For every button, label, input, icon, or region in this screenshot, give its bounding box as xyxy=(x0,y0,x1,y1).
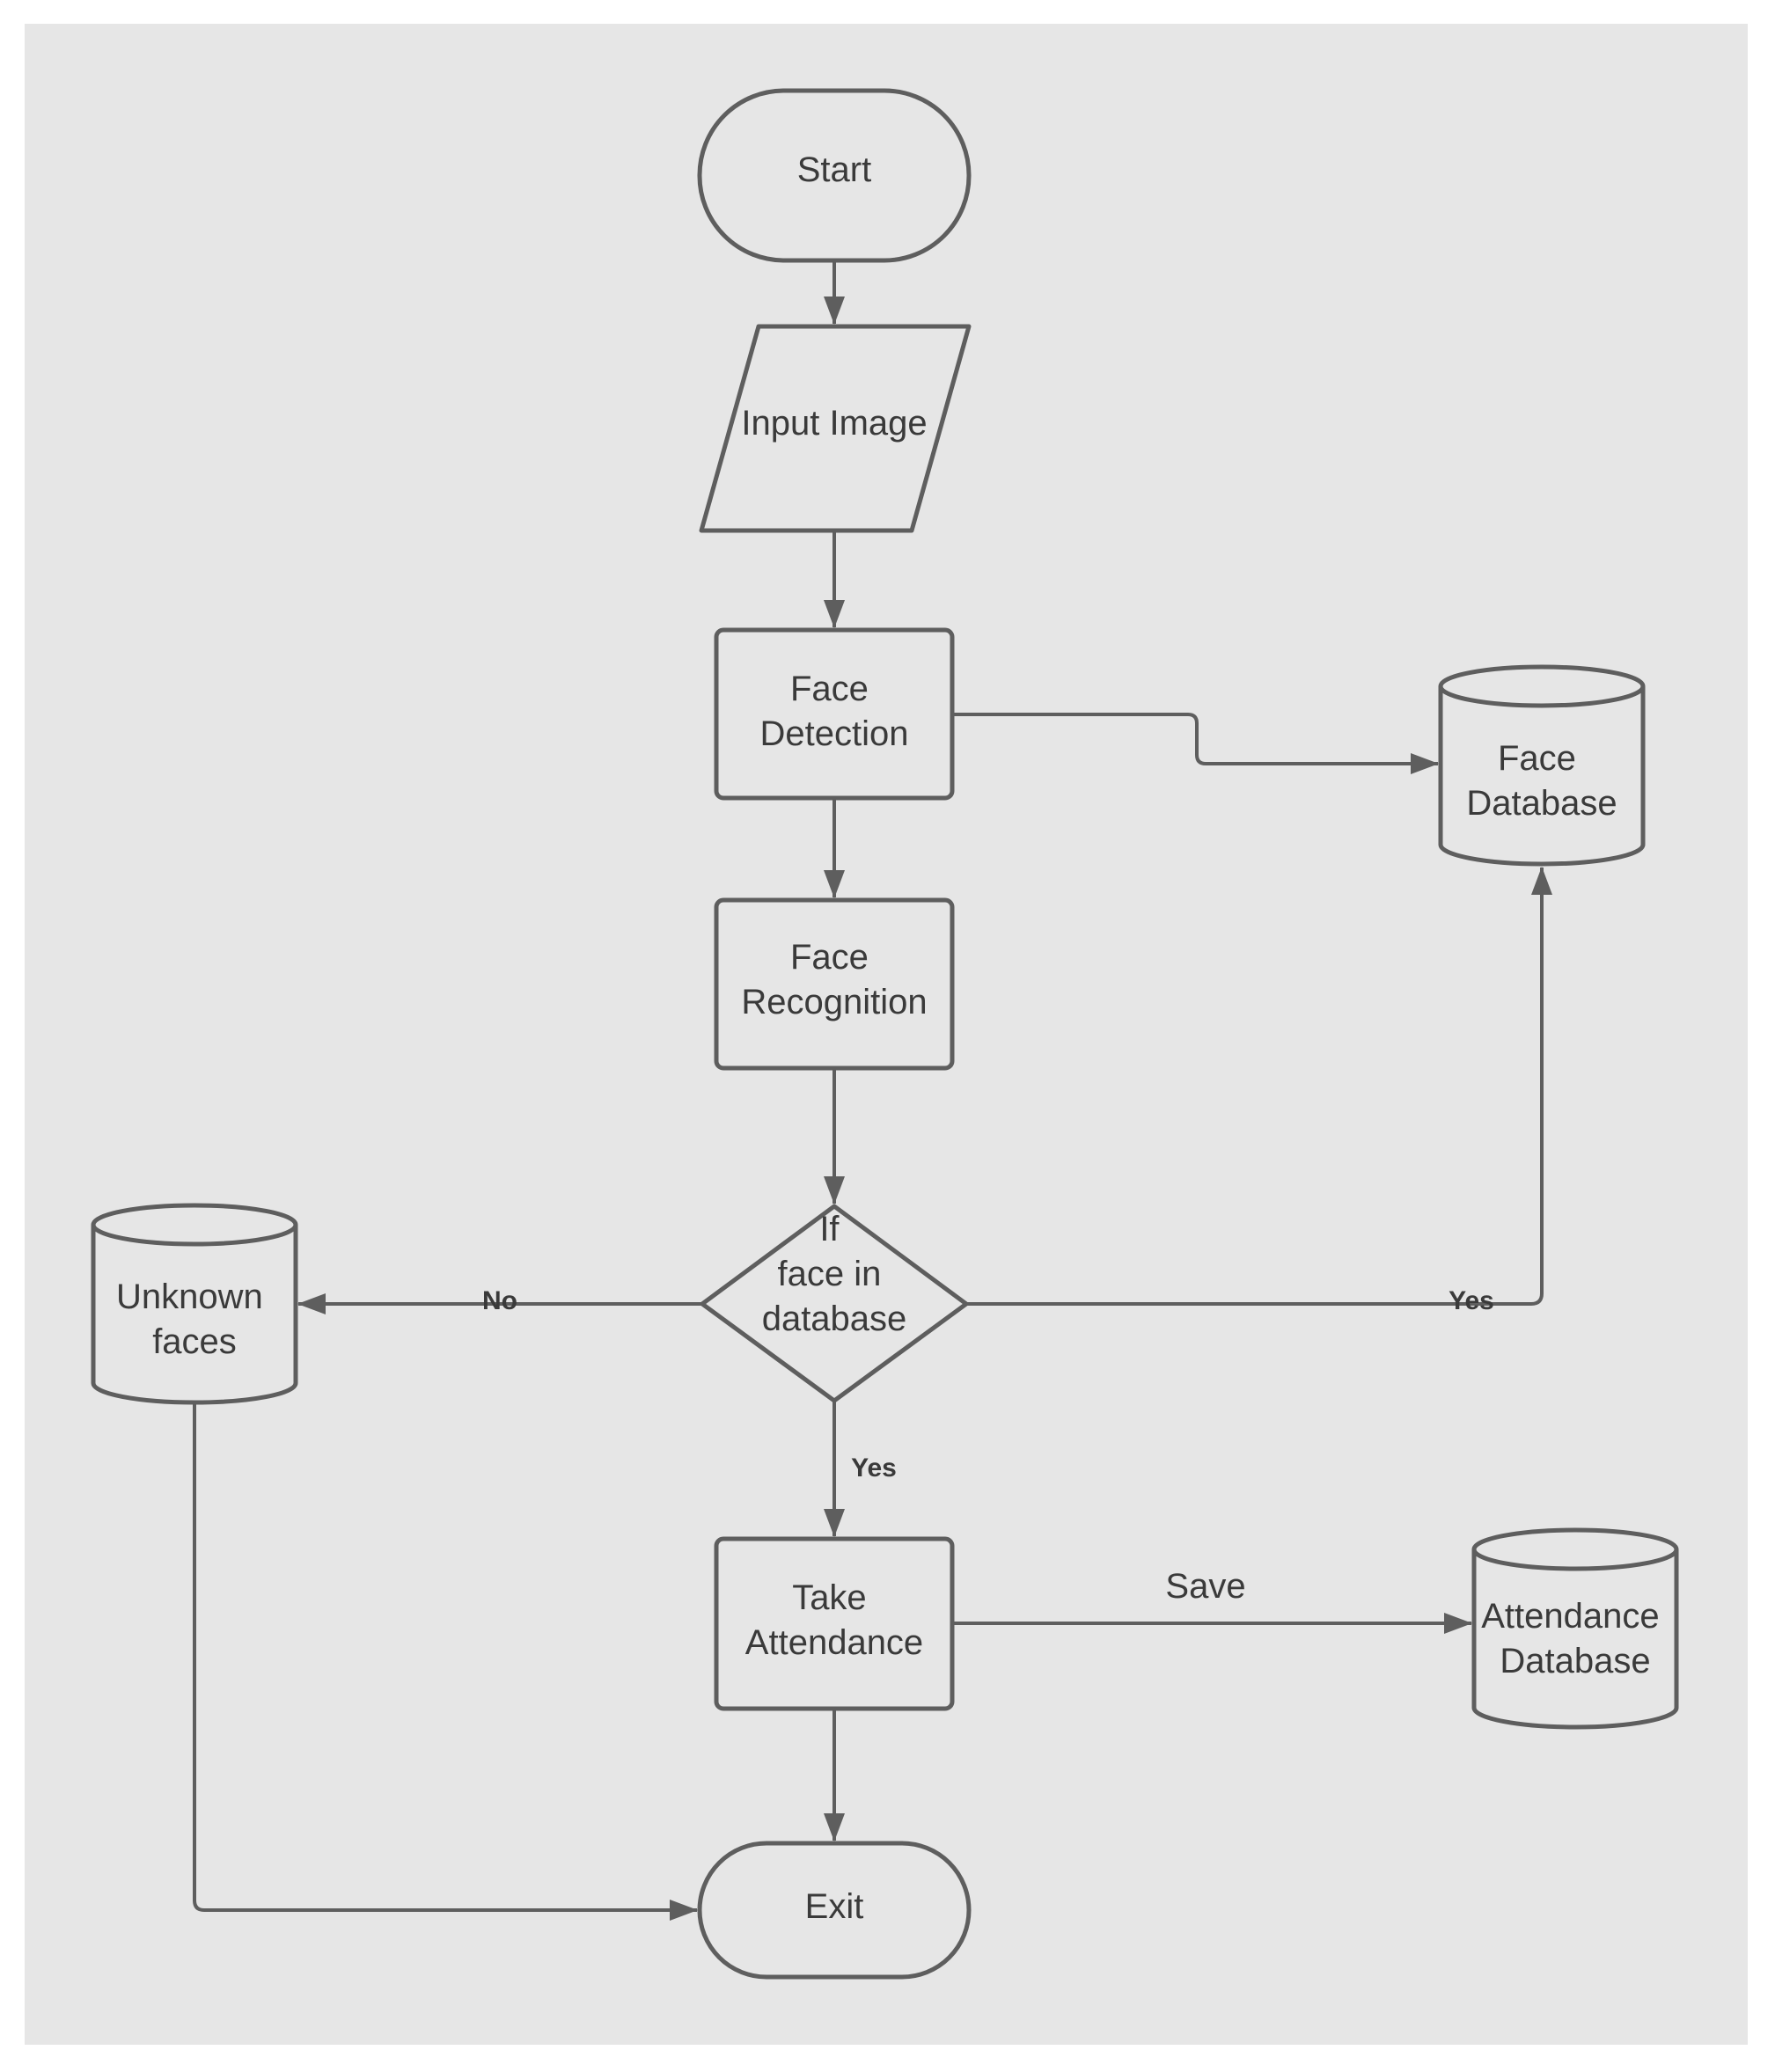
edge-label-yes-right: Yes xyxy=(1449,1286,1494,1315)
decision-label: If face in database xyxy=(762,1210,907,1338)
take-attendance-label: Take Attendance xyxy=(745,1578,923,1662)
edge-unknown-to-exit xyxy=(193,1402,698,1921)
edge-detection-to-face-database xyxy=(952,713,1439,774)
edge-label-save: Save xyxy=(1165,1567,1245,1606)
edge-label-no: No xyxy=(482,1286,517,1315)
face-recognition-label: Face Recognition xyxy=(741,938,927,1021)
unknown-faces-label: Unknown faces xyxy=(116,1278,273,1361)
attendance-database-cylinder xyxy=(1471,1527,1679,1730)
exit-label: Exit xyxy=(805,1887,864,1926)
unknown-faces-cylinder xyxy=(91,1203,298,1405)
face-database-label: Face Database xyxy=(1466,739,1617,823)
start-label: Start xyxy=(797,150,871,189)
input-image-parallelogram xyxy=(699,324,972,533)
face-database-cylinder xyxy=(1438,664,1646,867)
input-image-label: Input Image xyxy=(741,404,927,443)
exit-terminal xyxy=(697,1841,972,1980)
edge-decision-yes-right xyxy=(966,867,1552,1306)
attendance-database-label: Attendance Database xyxy=(1481,1597,1669,1680)
face-detection-label: Face Detection xyxy=(760,670,909,753)
edge-label-yes-down: Yes xyxy=(851,1453,897,1483)
